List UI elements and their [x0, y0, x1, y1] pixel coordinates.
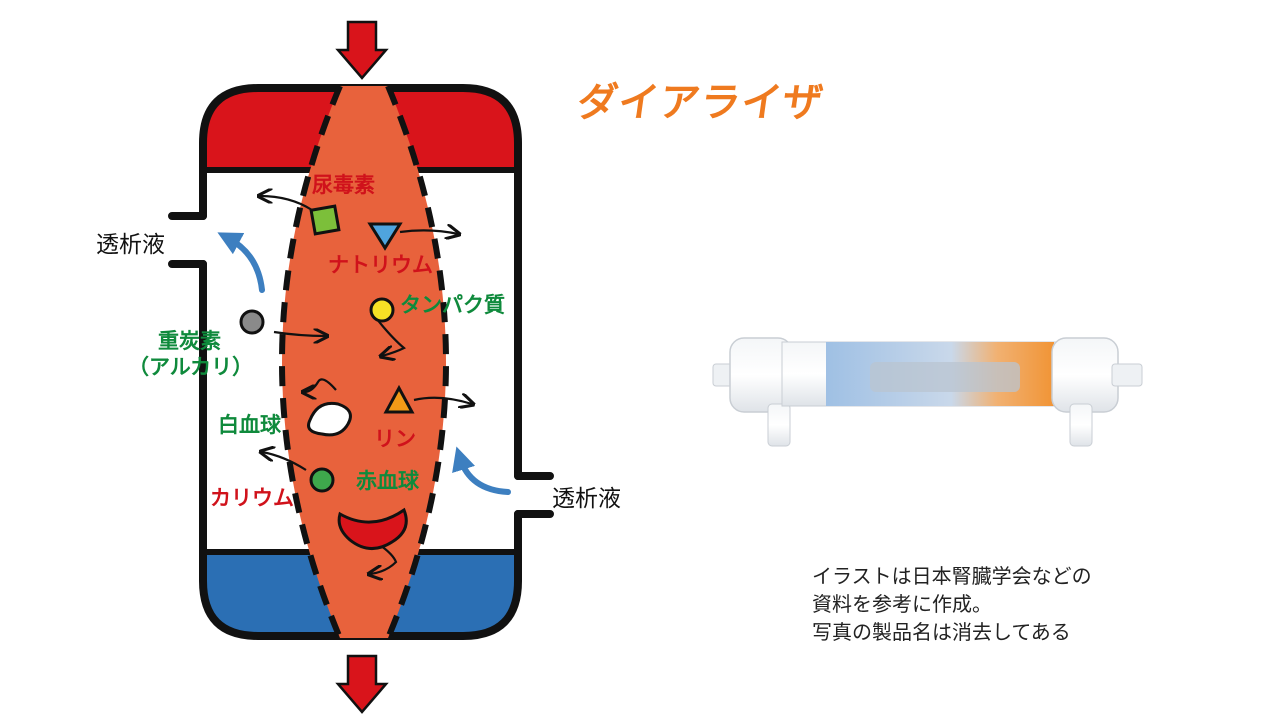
caption-line: 写真の製品名は消去してある [812, 620, 1071, 644]
uremic-toxin-particle [309, 204, 341, 236]
label-sodium: ナトリウム [328, 253, 433, 277]
page-title: ダイアライザ [574, 80, 827, 126]
dialyzer-product-photo [712, 337, 1143, 447]
label-white-blood-cell: 白血球 [218, 413, 282, 437]
blood-outflow-arrow [335, 654, 389, 714]
caption-line: イラストは日本腎臓学会などの [812, 564, 1092, 588]
dialysate-inlet-port [514, 472, 554, 518]
blood-inflow-arrow [335, 20, 389, 80]
sodium-particle [367, 222, 403, 251]
white-blood-cell [307, 401, 352, 437]
potassium-particle [309, 467, 335, 493]
dialysate-in-flow-arrow [452, 446, 511, 495]
caption-line: 資料を参考に作成。 [812, 592, 992, 616]
dialysate-outlet-port [168, 212, 207, 268]
red-blood-cell [337, 507, 408, 550]
bicarbonate-particle [239, 309, 265, 335]
label-phosphorus: リン [374, 427, 416, 451]
label-uremic-toxin: 尿毒素 [312, 173, 375, 197]
label-dialysate-out: 透析液 [96, 232, 165, 258]
protein-particle [369, 297, 395, 323]
caption-note: イラストは日本腎臓学会などの 資料を参考に作成。 写真の製品名は消去してある [812, 562, 1232, 646]
dialysate-out-flow-arrow [217, 232, 265, 293]
label-dialysate-in: 透析液 [552, 486, 621, 512]
phosphorus-particle [383, 384, 415, 414]
solute-movement-arrows [260, 196, 472, 574]
label-bicarbonate: 重炭素 [158, 329, 221, 353]
label-protein: タンパク質 [400, 293, 505, 317]
label-potassium: カリウム [210, 486, 294, 510]
label-bicarbonate-alkali: （アルカリ） [128, 355, 253, 379]
label-red-blood-cell: 赤血球 [356, 469, 420, 493]
